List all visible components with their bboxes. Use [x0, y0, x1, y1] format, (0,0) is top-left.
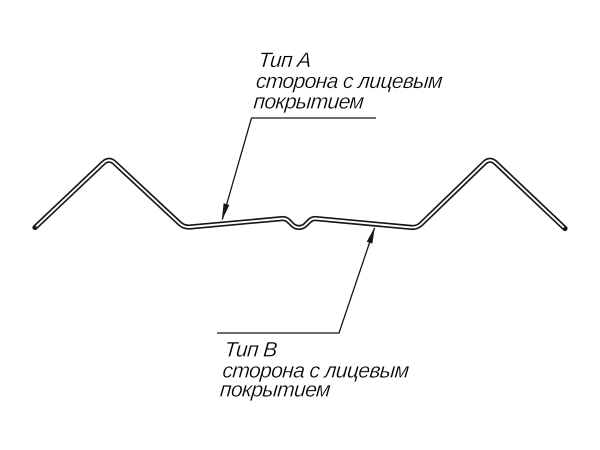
svg-text:сторона с лицевым: сторона с лицевым: [222, 360, 411, 383]
svg-text:Тип В: Тип В: [224, 339, 279, 362]
svg-text:сторона с лицевым: сторона с лицевым: [255, 70, 444, 93]
svg-text:покрытием: покрытием: [253, 91, 366, 114]
svg-text:покрытием: покрытием: [219, 379, 332, 402]
svg-text:Тип А: Тип А: [258, 49, 312, 72]
